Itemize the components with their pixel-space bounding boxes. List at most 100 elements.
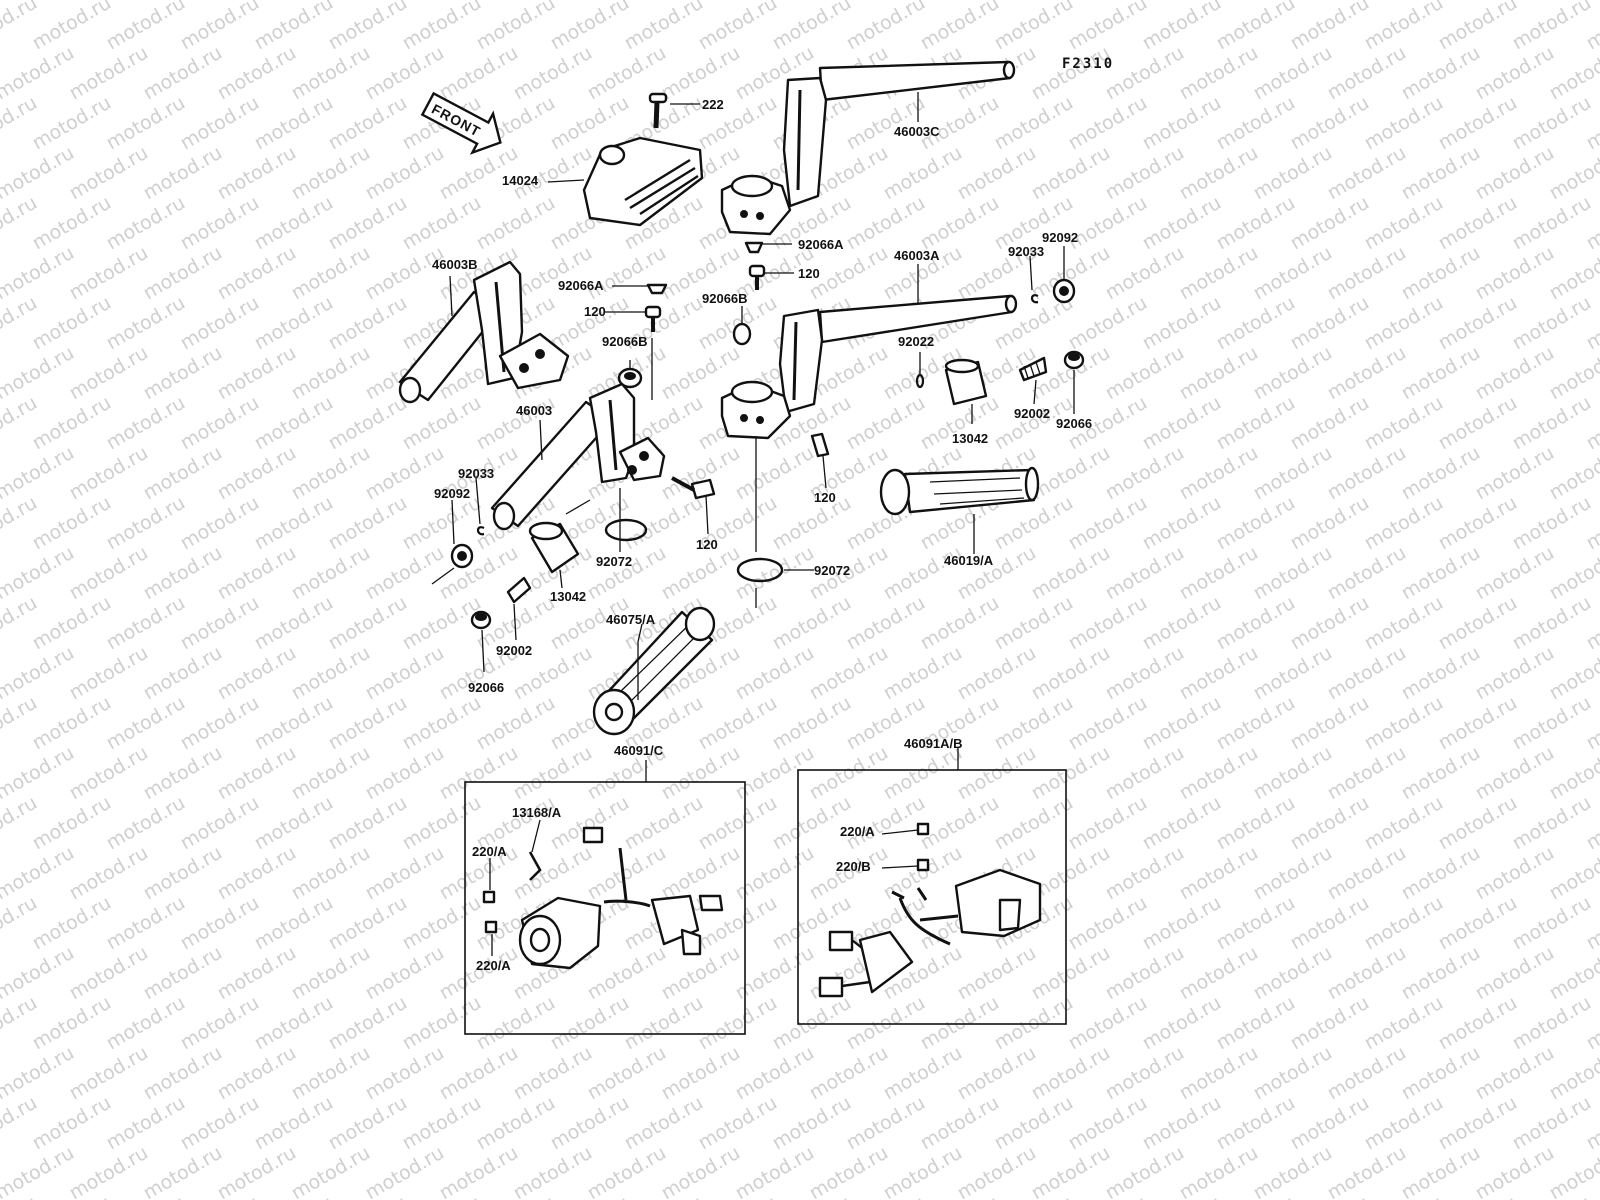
- watermark-text: motod.ru: [510, 242, 596, 305]
- watermark-text: motod.ru: [214, 42, 300, 105]
- watermark-text: motod.ru: [954, 1042, 1040, 1105]
- watermark-text: motod.ru: [251, 792, 337, 855]
- watermark-text: motod.ru: [1028, 442, 1114, 505]
- watermark-text: motod.ru: [1435, 1092, 1521, 1155]
- watermark-text: motod.ru: [991, 0, 1077, 54]
- watermark-text: motod.ru: [325, 692, 411, 755]
- handlebar-46003A-icon: [720, 294, 1018, 440]
- watermark-text: motod.ru: [140, 642, 226, 705]
- watermark-text: motod.ru: [621, 492, 707, 555]
- watermark-text: motod.ru: [288, 1142, 374, 1200]
- watermark-text: motod.ru: [214, 242, 300, 305]
- watermark-text: motod.ru: [399, 492, 485, 555]
- switch-46091AB-icon: [818, 822, 1042, 998]
- watermark-text: motod.ru: [732, 1142, 818, 1200]
- watermark-text: motod.ru: [325, 592, 411, 655]
- watermark-text: motod.ru: [362, 1042, 448, 1105]
- watermark-text: motod.ru: [325, 792, 411, 855]
- watermark-text: motod.ru: [325, 0, 411, 54]
- watermark-text: motod.ru: [288, 742, 374, 805]
- watermark-text: motod.ru: [251, 292, 337, 355]
- watermark-text: motod.ru: [1250, 542, 1336, 605]
- watermark-text: motod.ru: [1102, 242, 1188, 305]
- watermark-text: motod.ru: [880, 642, 966, 705]
- watermark-text: motod.ru: [288, 242, 374, 305]
- watermark-text: motod.ru: [732, 442, 818, 505]
- watermark-text: motod.ru: [1213, 992, 1299, 1055]
- watermark-text: motod.ru: [177, 692, 263, 755]
- watermark-text: motod.ru: [325, 492, 411, 555]
- watermark-text: motod.ru: [1398, 842, 1484, 905]
- watermark-text: motod.ru: [103, 692, 189, 755]
- watermark-text: motod.ru: [1435, 92, 1521, 155]
- watermark-text: motod.ru: [732, 542, 818, 605]
- label-92066A-top: 92066A: [798, 237, 844, 252]
- watermark-text: motod.ru: [1028, 42, 1114, 105]
- watermark-text: motod.ru: [251, 0, 337, 54]
- watermark-text: motod.ru: [1509, 692, 1595, 755]
- watermark-text: motod.ru: [1176, 742, 1262, 805]
- watermark-text: motod.ru: [991, 592, 1077, 655]
- watermark-text: motod.ru: [1472, 442, 1558, 505]
- label-92002-left: 92002: [496, 643, 532, 658]
- watermark-text: motod.ru: [177, 0, 263, 54]
- watermark-text: motod.ru: [1361, 92, 1447, 155]
- watermark-text: motod.ru: [1509, 192, 1595, 255]
- watermark-text: motod.ru: [140, 542, 226, 605]
- watermark-text: motod.ru: [917, 792, 1003, 855]
- watermark-text: motod.ru: [1213, 592, 1299, 655]
- watermark-text: motod.ru: [510, 842, 596, 905]
- watermark-text: motod.ru: [547, 992, 633, 1055]
- label-92092-right: 92092: [1042, 230, 1078, 245]
- label-92066-left: 92066: [468, 680, 504, 695]
- watermark-text: motod.ru: [1287, 592, 1373, 655]
- watermark-text: motod.ru: [29, 292, 115, 355]
- watermark-text: motod.ru: [584, 1042, 670, 1105]
- watermark-text: motod.ru: [695, 1092, 781, 1155]
- cap-92066B-right-icon: [732, 322, 752, 346]
- watermark-text: motod.ru: [1472, 542, 1558, 605]
- watermark-text: motod.ru: [140, 42, 226, 105]
- watermark-text: motod.ru: [103, 192, 189, 255]
- watermark-text: motod.ru: [1361, 992, 1447, 1055]
- watermark-text: motod.ru: [1398, 542, 1484, 605]
- watermark-text: motod.ru: [1472, 1142, 1558, 1200]
- watermark-text: motod.ru: [288, 342, 374, 405]
- watermark-text: motod.ru: [1250, 142, 1336, 205]
- watermark-text: motod.ru: [843, 92, 929, 155]
- watermark-text: motod.ru: [251, 992, 337, 1055]
- watermark-text: motod.ru: [880, 542, 966, 605]
- watermark-text: motod.ru: [251, 592, 337, 655]
- watermark-text: motod.ru: [1324, 542, 1410, 605]
- watermark-text: motod.ru: [177, 892, 263, 955]
- watermark-text: motod.ru: [1324, 1142, 1410, 1200]
- watermark-text: motod.ru: [399, 892, 485, 955]
- watermark-text: motod.ru: [1176, 342, 1262, 405]
- watermark-text: motod.ru: [66, 842, 152, 905]
- watermark-text: motod.ru: [214, 142, 300, 205]
- watermark-text: motod.ru: [1435, 192, 1521, 255]
- watermark-text: motod.ru: [1139, 1092, 1225, 1155]
- watermark-text: motod.ru: [1435, 592, 1521, 655]
- switch-46091C-box: [464, 781, 746, 1035]
- watermark-text: motod.ru: [214, 442, 300, 505]
- label-92002-right: 92002: [1014, 406, 1050, 421]
- watermark-text: motod.ru: [1028, 142, 1114, 205]
- watermark-text: motod.ru: [621, 0, 707, 54]
- label-92092-left: 92092: [434, 486, 470, 501]
- watermark-text: motod.ru: [1176, 1042, 1262, 1105]
- watermark-text: motod.ru: [547, 0, 633, 54]
- watermark-text: motod.ru: [954, 142, 1040, 205]
- watermark-text: motod.ru: [954, 542, 1040, 605]
- grip-46019A-icon: [879, 466, 1040, 516]
- watermark-text: motod.ru: [325, 992, 411, 1055]
- watermark-text: motod.ru: [1250, 842, 1336, 905]
- watermark-text: motod.ru: [1287, 0, 1373, 54]
- watermark-text: motod.ru: [769, 0, 855, 54]
- watermark-text: motod.ru: [103, 892, 189, 955]
- watermark-text: motod.ru: [325, 392, 411, 455]
- watermark-text: motod.ru: [140, 442, 226, 505]
- watermark-text: motod.ru: [1324, 242, 1410, 305]
- label-92033-right: 92033: [1008, 244, 1044, 259]
- watermark-text: motod.ru: [510, 1042, 596, 1105]
